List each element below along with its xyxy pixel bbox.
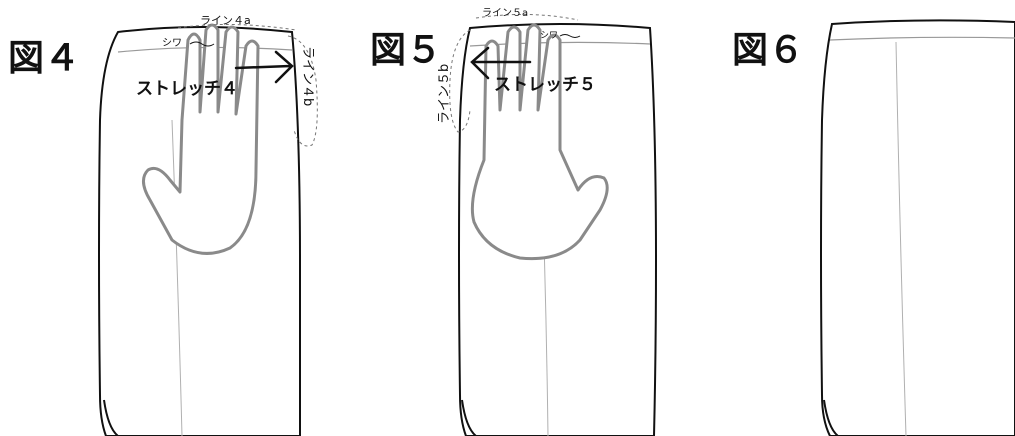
stretch-arrow-5 xyxy=(470,46,532,80)
label-line-4b: ライン４b xyxy=(300,46,315,106)
waistband-line-6 xyxy=(829,36,1015,41)
hand-4 xyxy=(142,23,260,255)
figure-4-title: 図４ xyxy=(8,38,80,79)
label-line-5a: ライン５a xyxy=(482,7,528,19)
stretch-arrow-4 xyxy=(234,50,294,84)
figure-6: 図６ xyxy=(732,19,1015,436)
center-seam-4 xyxy=(171,119,183,436)
figure-6-title: 図６ xyxy=(732,30,804,71)
hand-5 xyxy=(470,23,609,261)
label-stretch-5: ストレッチ５ xyxy=(494,75,596,95)
label-wrinkle-5: シワ xyxy=(540,31,558,41)
hem-detail-4 xyxy=(103,399,119,436)
figure-5-title: 図５ xyxy=(370,30,442,71)
label-stretch-4: ストレッチ４ xyxy=(136,79,238,99)
line-5a-dash xyxy=(475,13,579,21)
label-wrinkle-4: シワ xyxy=(162,38,182,49)
center-seam-6 xyxy=(895,41,907,436)
line-4a-dash xyxy=(177,23,297,31)
skirt-outline-6 xyxy=(820,19,1015,436)
line-4b-dash xyxy=(287,35,318,147)
label-line-5b: ライン５b xyxy=(437,64,452,124)
label-line-4a: ライン４a xyxy=(200,14,251,27)
wrinkle-mark-5 xyxy=(559,34,581,38)
figure-4: 図４ ライン４a シワ ストレッチ４ ライン４b xyxy=(8,14,318,436)
figure-5: 図５ ライン５a シワ ストレッチ５ ライン５b xyxy=(370,7,658,436)
hem-detail-6 xyxy=(823,399,839,436)
wrinkle-mark-4 xyxy=(189,41,215,47)
hem-detail-5 xyxy=(461,399,477,436)
waistband-line-4 xyxy=(117,46,293,53)
